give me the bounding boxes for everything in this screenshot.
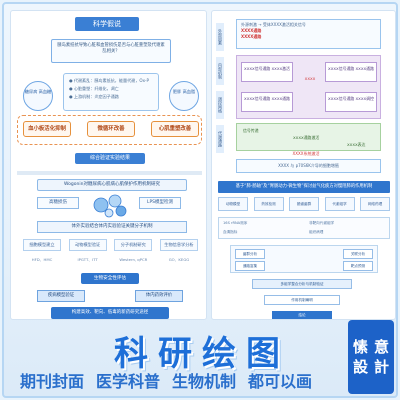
mechanism-box: 作用机制阐明 [264,295,340,305]
mechanism-line: ● 代谢紊乱：胰岛素抵抗，能量代谢，Ox-P [69,78,149,83]
outcome-pill: 微循环改善 [87,121,135,137]
seal-char: 計 [373,358,389,376]
grid-text: 组织病理 [309,230,324,234]
pathway-node: XXXX信号通路 XXXX激活 [241,62,293,82]
brand-seal: 愫 意 設 計 [348,320,394,394]
method-note: GO、KEGG [168,257,190,262]
banner-subtitle-row: 期刊封面 医学科普 生物机制 都可以画 [20,368,320,391]
seal-char: 愫 [352,338,368,356]
method-note: HFD、HMC [31,257,53,262]
green-zone-text: 信号传递 [243,128,259,133]
left-diagram-card: 科学假说 胰岛素抵抗导致心脏和血管损伤是否与心脏重塑及代谢紊乱相关？ 糖尿病 高… [10,10,207,320]
analysis-cell: 关联分析 [343,249,373,259]
disease-model-box: 疾病模型验证 [37,290,85,302]
vertical-label: 代谢通路 [216,125,224,153]
system-activation-label: XXXX系统激活 [292,151,320,156]
grid-text: 非靶向代谢组学 [309,221,335,225]
grid-text: 血清指标 [223,230,238,234]
method-boxes-row: 细胞模型建立 动物模型验证 分子机制研究 生物信息学分析 [23,239,198,253]
molecule-icon [93,194,127,218]
grid-text: 16S rRNA测序 [223,221,248,225]
method-note: Western, qPCR [119,257,148,262]
pathway-node: XXXX信号通路 XXXX通路 [241,92,293,112]
green-zone-text: XXXX通路激活 [293,135,320,140]
mechanism-line: ● 上游机制：炎症因子通路 [69,94,119,99]
outcome-pill: 心肌重塑改善 [151,121,199,137]
high-glucose-box: 高糖损伤 [37,197,79,209]
proliferation-box: XXXX 与 p70S6K介导的细胞增殖 [236,159,381,173]
green-pathway-zone: 信号传递 XXXX通路激活 XXXX表达 [236,123,381,151]
method-box: 分子机制研究 [114,239,153,251]
flow-detail-grid: 16S rRNA测序 非靶向代谢组学 血清指标 组织病理 [218,217,390,239]
center-mechanism-box: ● 代谢紊乱：胰岛素抵抗，能量代谢，Ox-P ● 心脏重塑：纤维化，凋亡 ● 上… [63,73,159,111]
method-notes-row: HFD、HMC IPGTT、ITT Western, qPCR GO、KEGG [23,257,198,267]
efficacy-eval-box: 体内药效评价 [135,290,183,302]
signal-line-red: XXXX通路 [241,28,262,33]
flow-step: 动物模型 [218,197,248,211]
signal-line: 外源刺激 → 受体XXXX激活相关信号 [241,22,306,27]
analysis-box: 菌群分析 关联分析 通路富集 靶点预测 [230,245,378,273]
banner-subtitle: 医学科普 [96,372,161,391]
conclusion-bar: 构建高效、靶向、低毒的新药研究途径 [51,307,169,319]
section-divider [17,171,202,175]
pathway-node: XXXX信号通路 XXXX通路 [325,62,377,82]
method-box: 动物模型验证 [68,239,107,251]
green-zone-text: XXXX表达 [347,142,366,147]
verification-strip: 综合验证实验结果 [75,153,145,164]
outcome-pill: 血小板活化抑制 [23,121,71,137]
method-box: 生物信息学分析 [159,239,198,251]
pathway-node: XXXX信号通路 XXXX调控 [325,92,377,112]
seal-char: 意 [373,338,389,356]
lps-model-box: LPS模型检测 [139,197,181,209]
right-diagram-card: 外部因素 内部机制 调控网络 代谢通路 外源刺激 → 受体XXXX激活相关信号 … [211,10,396,320]
method-box: 细胞模型建立 [23,239,61,251]
purple-pathway-zone: XXXX信号通路 XXXX激活 XXXX信号通路 XXXX通路 XXXX信号通路… [236,55,381,119]
banner-subtitle: 都可以画 [248,372,313,391]
conclusion-box: 结论 [272,311,332,319]
signal-top-box: 外源刺激 → 受体XXXX激活相关信号 XXXX通路 XXXX通路 [236,19,381,49]
biosafety-eval-bar: 生物安全性评估 [81,273,139,284]
hypothesis-question: 胰岛素抵抗导致心脏和血管损伤是否与心脏重塑及代谢紊乱相关？ [51,39,171,63]
banner-subtitle: 生物机制 [172,372,237,391]
flow-step: 代谢组学 [324,197,355,211]
pathway-tag: XXXX [304,76,316,81]
analysis-cell: 通路富集 [235,261,265,271]
study-title-box: Wogonin对糖尿病心肌病心肌保护作用机制研究 [37,179,187,191]
flow-step: 药效检测 [253,197,284,211]
integration-box: 多组学整合分析与机制验证 [252,279,352,289]
seal-char: 設 [352,358,368,376]
vertical-label: 内部机制 [216,57,224,85]
vertical-label: 调控网络 [216,91,224,119]
hypothesis-title: 科学假说 [75,17,139,31]
banner-title: 科研绘图 [114,334,290,374]
flow-step: 网络药理 [360,197,390,211]
left-circle-node: 糖尿病 高血糖 [23,81,53,111]
flow-step-row: 动物模型 药效检测 肠道菌群 代谢组学 网络药理 [218,197,390,211]
outcome-group-frame [17,115,202,145]
analysis-cell: 菌群分析 [235,249,265,259]
method-note: IPGTT、ITT [77,257,98,262]
banner-subtitle: 期刊封面 [20,372,85,391]
flow-step: 肠道菌群 [289,197,319,211]
flowchart-title-bar: 基于“肺-肠轴”及“胃肠动力-微生物”探讨益气化痰方对慢阻肺的作用机制 [218,181,390,193]
vertical-labels: 外部因素 内部机制 调控网络 代谢通路 [216,23,226,173]
signal-line-red: XXXX通路 [241,34,262,39]
validation-line: 体外实验结合体内实验验证关键分子机制 [37,221,187,233]
mechanism-line: ● 心脏重塑：纤维化，凋亡 [69,86,119,91]
analysis-cell: 靶点预测 [343,261,373,271]
right-circle-node: 肥胖 高血脂 [169,81,199,111]
vertical-label: 外部因素 [216,23,224,51]
